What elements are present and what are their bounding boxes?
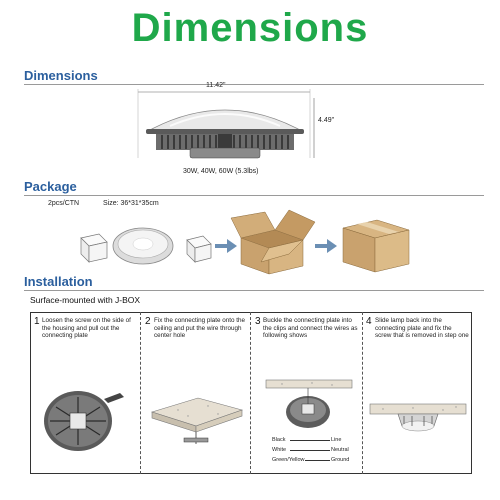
- package-section-title: Package: [24, 179, 77, 194]
- fixture-side-view: [137, 89, 315, 159]
- fixture-front-view: [112, 227, 174, 265]
- package-divider: [24, 195, 484, 196]
- wiring-line-label: Line: [331, 437, 342, 443]
- wiring-line-black: [290, 440, 330, 441]
- open-carton: [230, 209, 316, 275]
- accessory-box-right: [186, 235, 212, 263]
- step-4-illustration: [369, 403, 467, 432]
- wiring-neutral-label: Neutral: [331, 447, 349, 453]
- wiring-white-label: White: [272, 447, 287, 453]
- arrow-icon: [315, 239, 337, 253]
- installation-section-title: Installation: [24, 274, 93, 289]
- width-label: 11.42": [206, 82, 226, 89]
- installation-divider: [24, 290, 484, 291]
- dimensions-section-title: Dimensions: [24, 68, 98, 83]
- step-divider: [362, 312, 363, 474]
- height-label: 4.49": [318, 117, 335, 124]
- installation-steps-panel: [30, 312, 472, 474]
- step-divider: [250, 312, 251, 474]
- step-4-number: 4: [366, 316, 372, 327]
- package-quantity: 2pcs/CTN: [48, 200, 80, 207]
- step-2-number: 2: [145, 316, 151, 327]
- wiring-ground-label: Ground: [331, 457, 350, 463]
- step-2-illustration: [150, 397, 244, 444]
- dimensions-divider: [24, 84, 484, 85]
- step-1-number: 1: [34, 316, 40, 327]
- package-illustration: [80, 209, 410, 275]
- step-divider: [140, 312, 141, 474]
- step-3-illustration: [265, 379, 353, 428]
- closed-carton: [342, 219, 410, 273]
- package-size: Size: 36*31*35cm: [103, 200, 159, 207]
- wattage-label: 30W, 40W, 60W (5.3lbs): [183, 168, 259, 175]
- wiring-green-yellow-label: Green/Yellow: [272, 457, 305, 463]
- step-2-text: Fix the connecting plate onto the ceilin…: [154, 317, 246, 340]
- wiring-line-white: [290, 450, 330, 451]
- step-3-number: 3: [255, 316, 261, 327]
- wiring-line-ground: [305, 460, 330, 461]
- installation-subtitle: Surface-mounted with J-BOX: [30, 295, 141, 305]
- step-4-text: Slide lamp back into the connecting plat…: [375, 317, 469, 340]
- page-title: Dimensions: [131, 6, 369, 50]
- wiring-black-label: Black: [272, 437, 286, 443]
- accessory-box-left: [80, 233, 108, 263]
- step-1-text: Loosen the screw on the side of the hous…: [42, 317, 131, 340]
- step-3-text: Buckle the connecting plate into the cli…: [263, 317, 358, 340]
- step-1-illustration: [44, 391, 124, 451]
- arrow-icon: [215, 239, 237, 253]
